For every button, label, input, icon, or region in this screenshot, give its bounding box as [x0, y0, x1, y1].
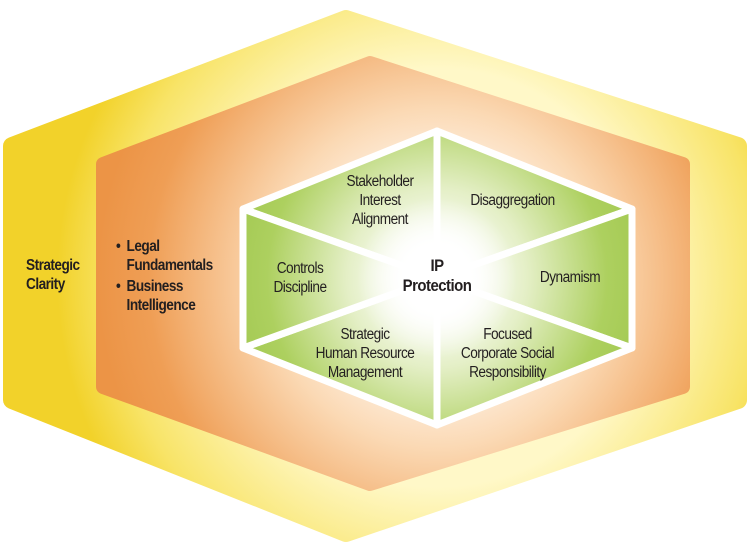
segment-left	[239, 205, 441, 352]
segment-line: Human Resource	[315, 345, 415, 362]
core-label: IP Protection	[384, 256, 490, 296]
segment-line: Alignment	[352, 211, 408, 228]
middle-layer-item: Business Intelligence	[116, 277, 239, 315]
core-label-line: IP	[430, 256, 444, 275]
segment-label-controls: Controls Discipline	[256, 259, 344, 297]
segment-line: Discipline	[273, 279, 327, 296]
segment-label-dynamism: Dynamism	[522, 268, 619, 287]
segment-line: Disaggregation	[470, 192, 555, 209]
segment-line: Interest	[359, 192, 401, 209]
segment-label-hrm: Strategic Human Resource Management	[303, 325, 426, 382]
segment-label-disaggregation: Disaggregation	[453, 191, 572, 210]
segment-line: Management	[327, 364, 403, 381]
segment-line: Stakeholder	[346, 173, 415, 190]
segment-label-csr: Focused Corporate Social Responsibility	[444, 325, 572, 382]
segment-line: Responsibility	[469, 364, 546, 381]
segment-line: Corporate Social	[460, 345, 555, 362]
segment-line: Controls	[276, 260, 324, 277]
segment-line: Dynamism	[539, 269, 601, 286]
middle-layer-list: Legal Fundamentals Business Intelligence	[116, 237, 239, 315]
segment-line: Strategic	[340, 326, 390, 343]
middle-layer-item: Legal Fundamentals	[116, 237, 239, 275]
core-label-line: Protection	[402, 276, 472, 295]
core-glow	[357, 198, 517, 358]
outer-layer-label: Strategic Clarity	[26, 257, 80, 293]
segment-label-stakeholder: Stakeholder Interest Alignment	[323, 172, 437, 229]
segment-line: Focused	[483, 326, 532, 343]
